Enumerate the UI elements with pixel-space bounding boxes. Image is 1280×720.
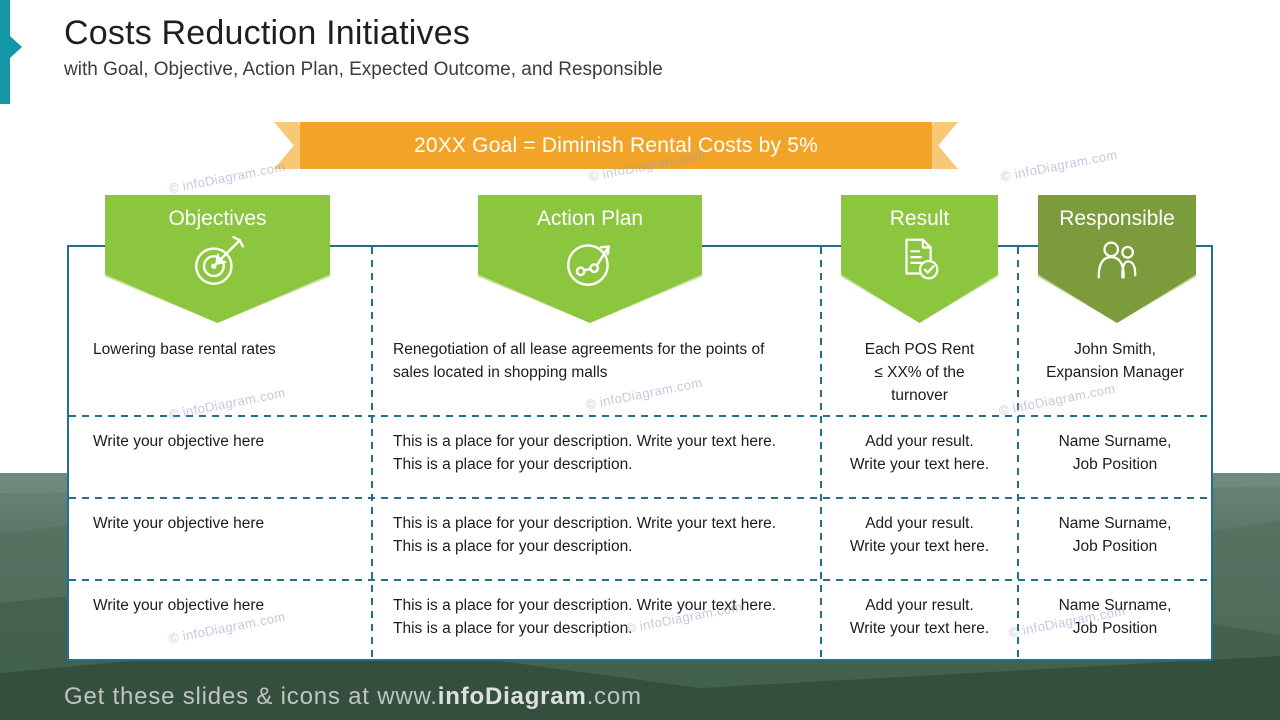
cell-action-plan: This is a place for your description. Wr…	[393, 433, 777, 473]
header-label: Objectives	[168, 207, 267, 230]
page-subtitle: with Goal, Objective, Action Plan, Expec…	[64, 59, 663, 80]
cell-objective: Lowering base rental rates	[93, 341, 276, 358]
initiatives-table: Lowering base rental rates Renegotiation…	[67, 245, 1213, 661]
cell-responsible: Name Surname, Job Position	[1058, 597, 1172, 637]
cell-action-plan: Renegotiation of all lease agreements fo…	[393, 341, 765, 381]
footer-text: .com	[586, 683, 642, 710]
two-people-icon	[1097, 241, 1137, 279]
footer-text: Get these slides & icons at www.	[64, 683, 438, 710]
cell-responsible: John Smith, Expansion Manager	[1046, 341, 1184, 381]
document-check-icon	[904, 238, 938, 280]
header-label: Responsible	[1059, 207, 1175, 230]
cell-action-plan: This is a place for your description. Wr…	[393, 597, 777, 637]
cell-responsible: Name Surname, Job Position	[1058, 515, 1172, 555]
cell-result: Add your result. Write your text here.	[849, 515, 990, 555]
header-label: Result	[889, 207, 950, 230]
cell-objective: Write your objective here	[93, 597, 265, 614]
column-divider	[371, 247, 373, 659]
watermark: © infoDiagram.com	[167, 158, 287, 197]
goal-banner: 20XX Goal = Diminish Rental Costs by 5%	[300, 122, 932, 169]
growth-chart-icon	[567, 244, 610, 286]
cell-result: Add your result. Write your text here.	[849, 433, 990, 473]
cell-objective: Write your objective here	[93, 433, 265, 450]
cell-result: Each POS Rent ≤ XX% of the turnover	[864, 341, 975, 404]
column-divider	[820, 247, 822, 659]
cell-responsible: Name Surname, Job Position	[1058, 433, 1172, 473]
header-action-plan: Action Plan	[478, 195, 702, 323]
goal-ribbon: 20XX Goal = Diminish Rental Costs by 5%	[274, 122, 958, 169]
header-result: Result	[841, 195, 998, 323]
header-objectives: Objectives	[105, 195, 330, 323]
target-arrow-icon	[194, 235, 244, 285]
cell-action-plan: This is a place for your description. Wr…	[393, 515, 777, 555]
title-block: Costs Reduction Initiatives with Goal, O…	[64, 14, 663, 81]
footer-brand-link[interactable]: infoDiagram	[437, 683, 587, 710]
row-divider	[69, 579, 1211, 581]
page-title: Costs Reduction Initiatives	[64, 14, 471, 52]
cell-result: Add your result. Write your text here.	[849, 597, 990, 637]
footer-credit: Get these slides & icons at www.infoDiag…	[64, 683, 642, 711]
row-divider	[69, 497, 1211, 499]
header-label: Action Plan	[536, 207, 644, 230]
watermark: © infoDiagram.com	[999, 146, 1119, 185]
accent-bar-icon	[0, 0, 22, 104]
column-divider	[1017, 247, 1019, 659]
cell-objective: Write your objective here	[93, 515, 265, 532]
row-divider	[69, 415, 1211, 417]
header-responsible: Responsible	[1038, 195, 1196, 323]
